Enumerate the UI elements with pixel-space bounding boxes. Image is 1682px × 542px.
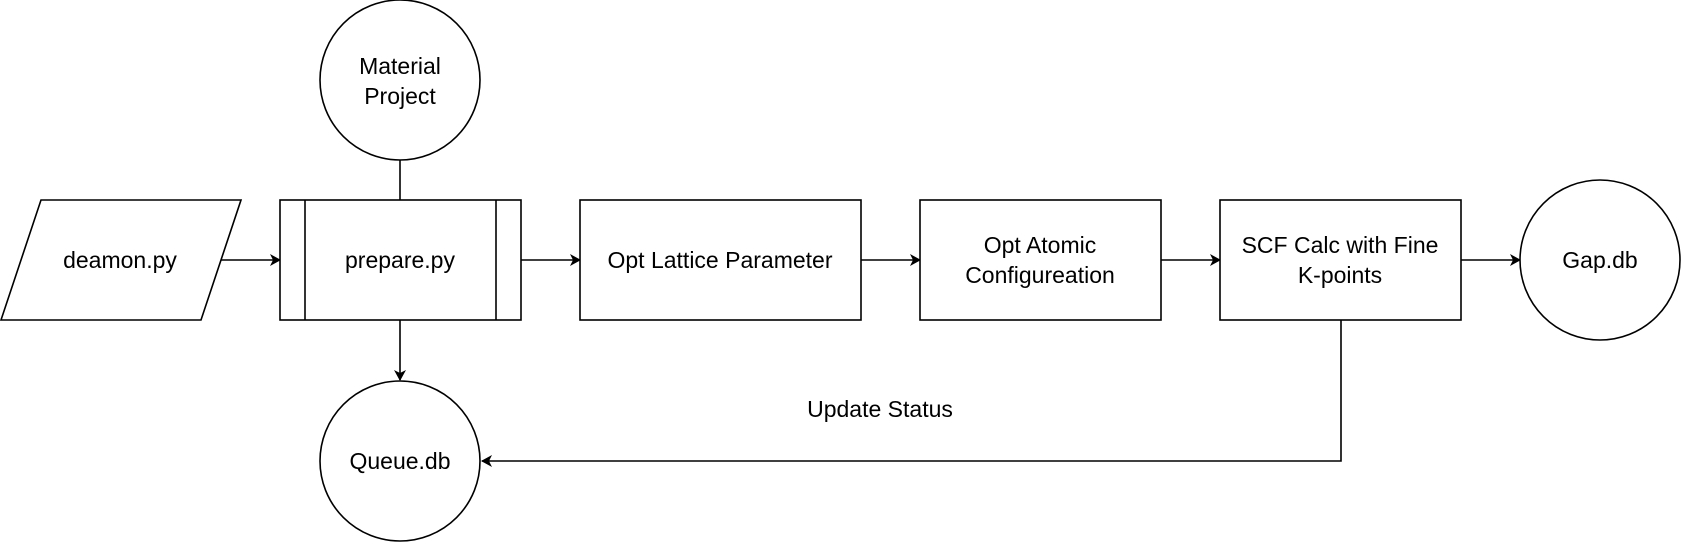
edge-label-update-status: Update Status: [807, 396, 953, 422]
queue-db-label: Queue.db: [349, 448, 450, 474]
opt-atomic-label-line1: Opt Atomic: [984, 232, 1096, 258]
opt-atomic-label-line2: Configureation: [965, 262, 1115, 288]
scf-calc-rect-shape: [1219, 199, 1462, 321]
node-deamon[interactable]: deamon.py: [0, 199, 243, 321]
queue-db-circle-shape: [319, 380, 481, 542]
gap-db-circle-shape: [1519, 179, 1681, 341]
material-project-label-line2: Project: [364, 83, 436, 109]
deamon-parallelogram-shape: [0, 199, 243, 321]
node-gap-db[interactable]: Gap.db: [1519, 179, 1681, 341]
node-opt-lattice[interactable]: Opt Lattice Parameter: [579, 199, 862, 321]
material-project-label-line1: Material: [359, 53, 441, 79]
prepare-label: prepare.py: [345, 247, 455, 273]
node-material-project[interactable]: Material Project: [319, 0, 481, 161]
scf-calc-label-line1: SCF Calc with Fine: [1242, 232, 1439, 258]
node-prepare[interactable]: prepare.py: [279, 199, 522, 321]
edge-scf-to-queue: [481, 320, 1342, 467]
material-project-circle-shape: [319, 0, 481, 161]
scf-calc-label-line2: K-points: [1298, 262, 1382, 288]
opt-lattice-label: Opt Lattice Parameter: [608, 247, 833, 273]
gap-db-label: Gap.db: [1562, 247, 1637, 273]
node-scf-calc[interactable]: SCF Calc with Fine K-points: [1219, 199, 1462, 321]
opt-atomic-rect-shape: [919, 199, 1162, 321]
node-queue-db[interactable]: Queue.db: [319, 380, 481, 542]
prepare-subprocess-shape: [279, 199, 522, 321]
deamon-label: deamon.py: [63, 247, 177, 273]
opt-lattice-rect-shape: [579, 199, 862, 321]
node-opt-atomic[interactable]: Opt Atomic Configureation: [919, 199, 1162, 321]
